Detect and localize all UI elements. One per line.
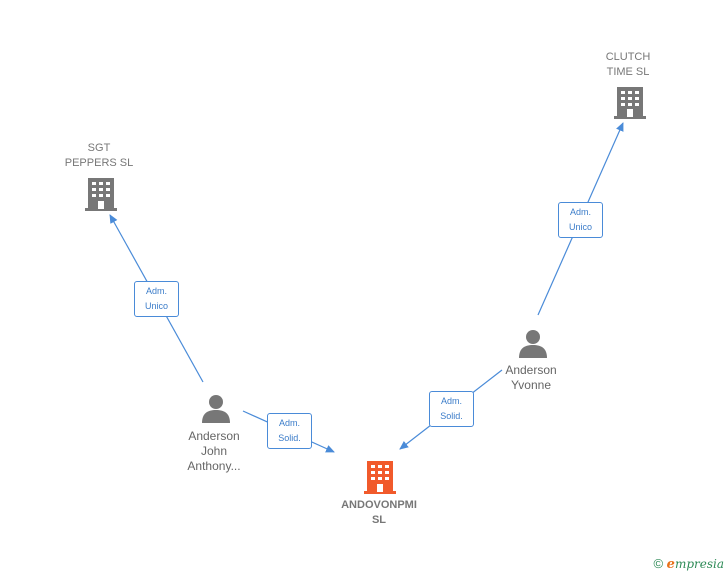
brand-name: mpresia: [674, 557, 724, 571]
building-icon[interactable]: [364, 459, 396, 494]
person-icon[interactable]: [518, 329, 548, 359]
edge-label-john-sgt[interactable]: Adm. Unico: [134, 281, 179, 317]
building-icon[interactable]: [85, 176, 117, 211]
company-label-clutch[interactable]: CLUTCH TIME SL: [605, 51, 651, 78]
person-label-john[interactable]: Anderson John Anthony...: [187, 429, 241, 473]
empresia-logo: © empresia: [653, 556, 724, 572]
company-label-andovonpmi[interactable]: ANDOVONPMI SL: [341, 499, 417, 526]
brand-initial: e: [666, 557, 675, 572]
edge-label-yvonne-clutch[interactable]: Adm. Unico: [558, 202, 603, 238]
copyright-symbol: ©: [653, 556, 664, 571]
edge-label-yvonne-andovonpmi[interactable]: Adm. Solid.: [429, 391, 474, 427]
person-icon[interactable]: [201, 394, 231, 424]
building-icon[interactable]: [614, 85, 646, 119]
person-label-yvonne[interactable]: Anderson Yvonne: [505, 363, 557, 392]
edge-label-john-andovonpmi[interactable]: Adm. Solid.: [267, 413, 312, 449]
company-label-sgt[interactable]: SGT PEPPERS SL: [64, 142, 134, 169]
